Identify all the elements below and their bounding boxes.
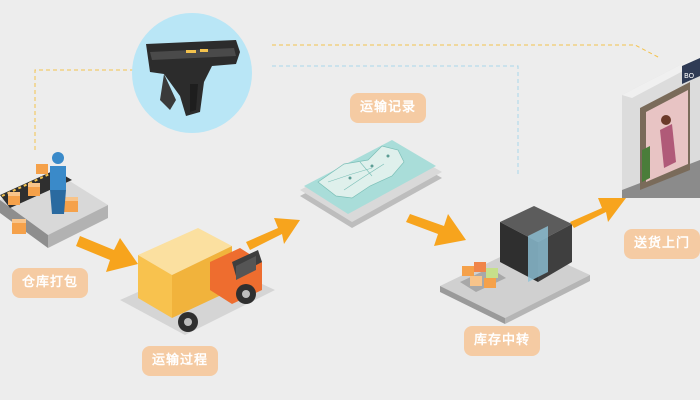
flow-arrow-icon [76, 236, 138, 272]
delivery-truck-icon [120, 228, 275, 335]
conveyor-worker-icon [0, 152, 108, 248]
dashed-connectors [34, 44, 661, 175]
label-transport-record: 运输记录 [350, 93, 427, 123]
flow-arrow-icon [246, 218, 300, 250]
flow-arrow-icon [570, 198, 626, 228]
label-depot-transfer: 库存中转 [464, 326, 541, 356]
route-map-icon [300, 140, 442, 228]
flow-arrow-icon [406, 214, 466, 246]
label-door-delivery: 送货上门 [624, 229, 700, 259]
storefront-icon: BO [622, 58, 700, 198]
dashed-line-warehouse-to-scanner [34, 69, 135, 150]
label-transport-process: 运输过程 [142, 346, 219, 376]
dashed-line-scanner-to-depot [272, 65, 519, 175]
handheld-scanner-icon [132, 13, 252, 133]
store-sign-text: BO [684, 72, 695, 80]
transfer-depot-icon [440, 206, 590, 324]
flow-arrows [76, 198, 626, 272]
label-warehouse-packing: 仓库打包 [12, 268, 89, 298]
dashed-line-scanner-to-store [272, 44, 661, 59]
